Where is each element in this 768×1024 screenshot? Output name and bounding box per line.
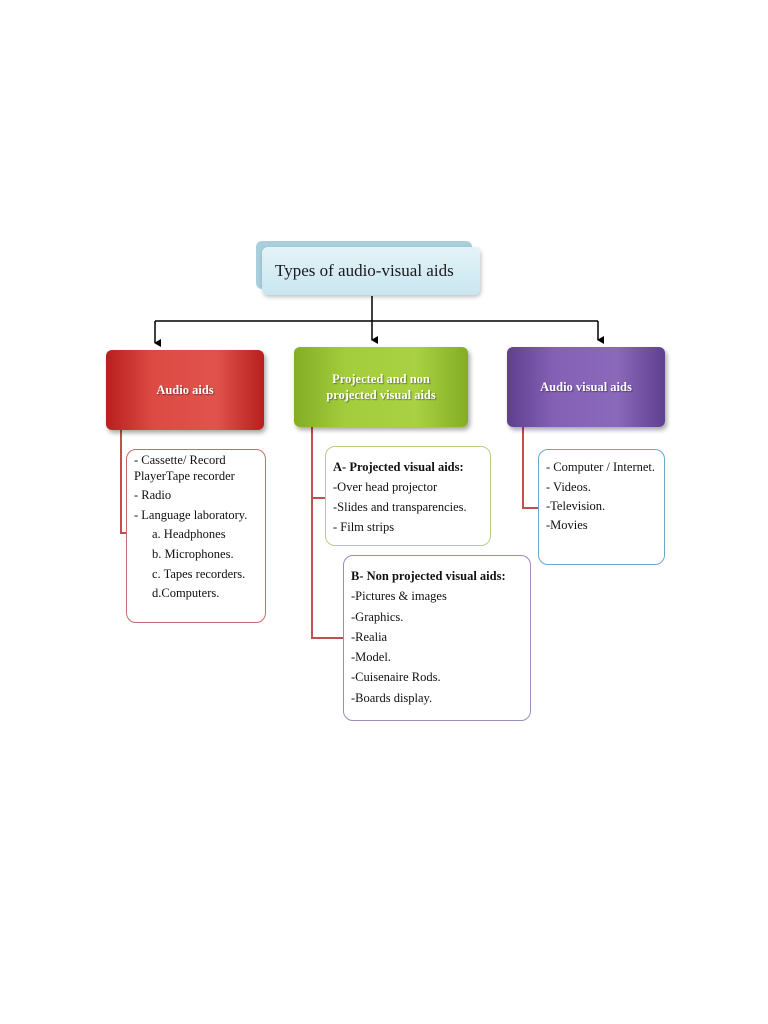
list-item: - Cassette/ Record PlayerTape recorder — [134, 453, 235, 483]
list-item: - Videos. — [546, 480, 591, 494]
diagram-title: Types of audio-visual aids — [262, 247, 480, 295]
list-item: - Radio — [134, 488, 172, 503]
list-item: -Pictures & images — [351, 589, 447, 604]
audio-aids-list: - Cassette/ Record PlayerTape recorder -… — [126, 449, 266, 623]
list-item: -Graphics. — [351, 609, 404, 624]
list-item: -Cuisenaire Rods. — [351, 670, 441, 685]
sub-list-item: a. Headphones — [152, 527, 226, 542]
sub-list-item: c. Tapes recorders. — [152, 566, 246, 581]
list-item: -Over head projector — [333, 480, 438, 494]
av-connector — [522, 427, 540, 509]
list-item: - Computer / Internet. — [546, 460, 655, 474]
category-projected-line1: Projected and non — [332, 372, 430, 386]
list-item: -Television. — [546, 499, 606, 513]
sub-list-item: b. Microphones. — [152, 546, 234, 561]
category-audio-visual-aids: Audio visual aids — [507, 347, 665, 427]
list-item: - Language laboratory. — [134, 507, 248, 522]
audio-visual-aids-list: - Computer / Internet. - Videos. -Televi… — [538, 449, 665, 565]
category-audio-aids: Audio aids — [106, 350, 264, 430]
non-projected-visual-aids-list: B- Non projected visual aids: -Pictures … — [343, 555, 531, 721]
list-item: -Model. — [351, 650, 391, 665]
sub-list-item: d.Computers. — [152, 586, 220, 601]
category-projected-line2: projected visual aids — [326, 388, 436, 402]
projected-visual-aids-list: A- Projected visual aids: -Over head pro… — [325, 446, 491, 546]
group-heading: A- Projected visual aids: — [333, 460, 464, 474]
list-item: -Boards display. — [351, 690, 433, 705]
list-item: -Slides and transparencies. — [333, 500, 467, 514]
group-heading: B- Non projected visual aids: — [351, 569, 506, 583]
category-projected-visual-aids: Projected and non projected visual aids — [294, 347, 468, 427]
list-item: - Film strips — [333, 520, 395, 534]
list-item: -Realia — [351, 629, 388, 644]
list-item: -Movies — [546, 518, 588, 532]
